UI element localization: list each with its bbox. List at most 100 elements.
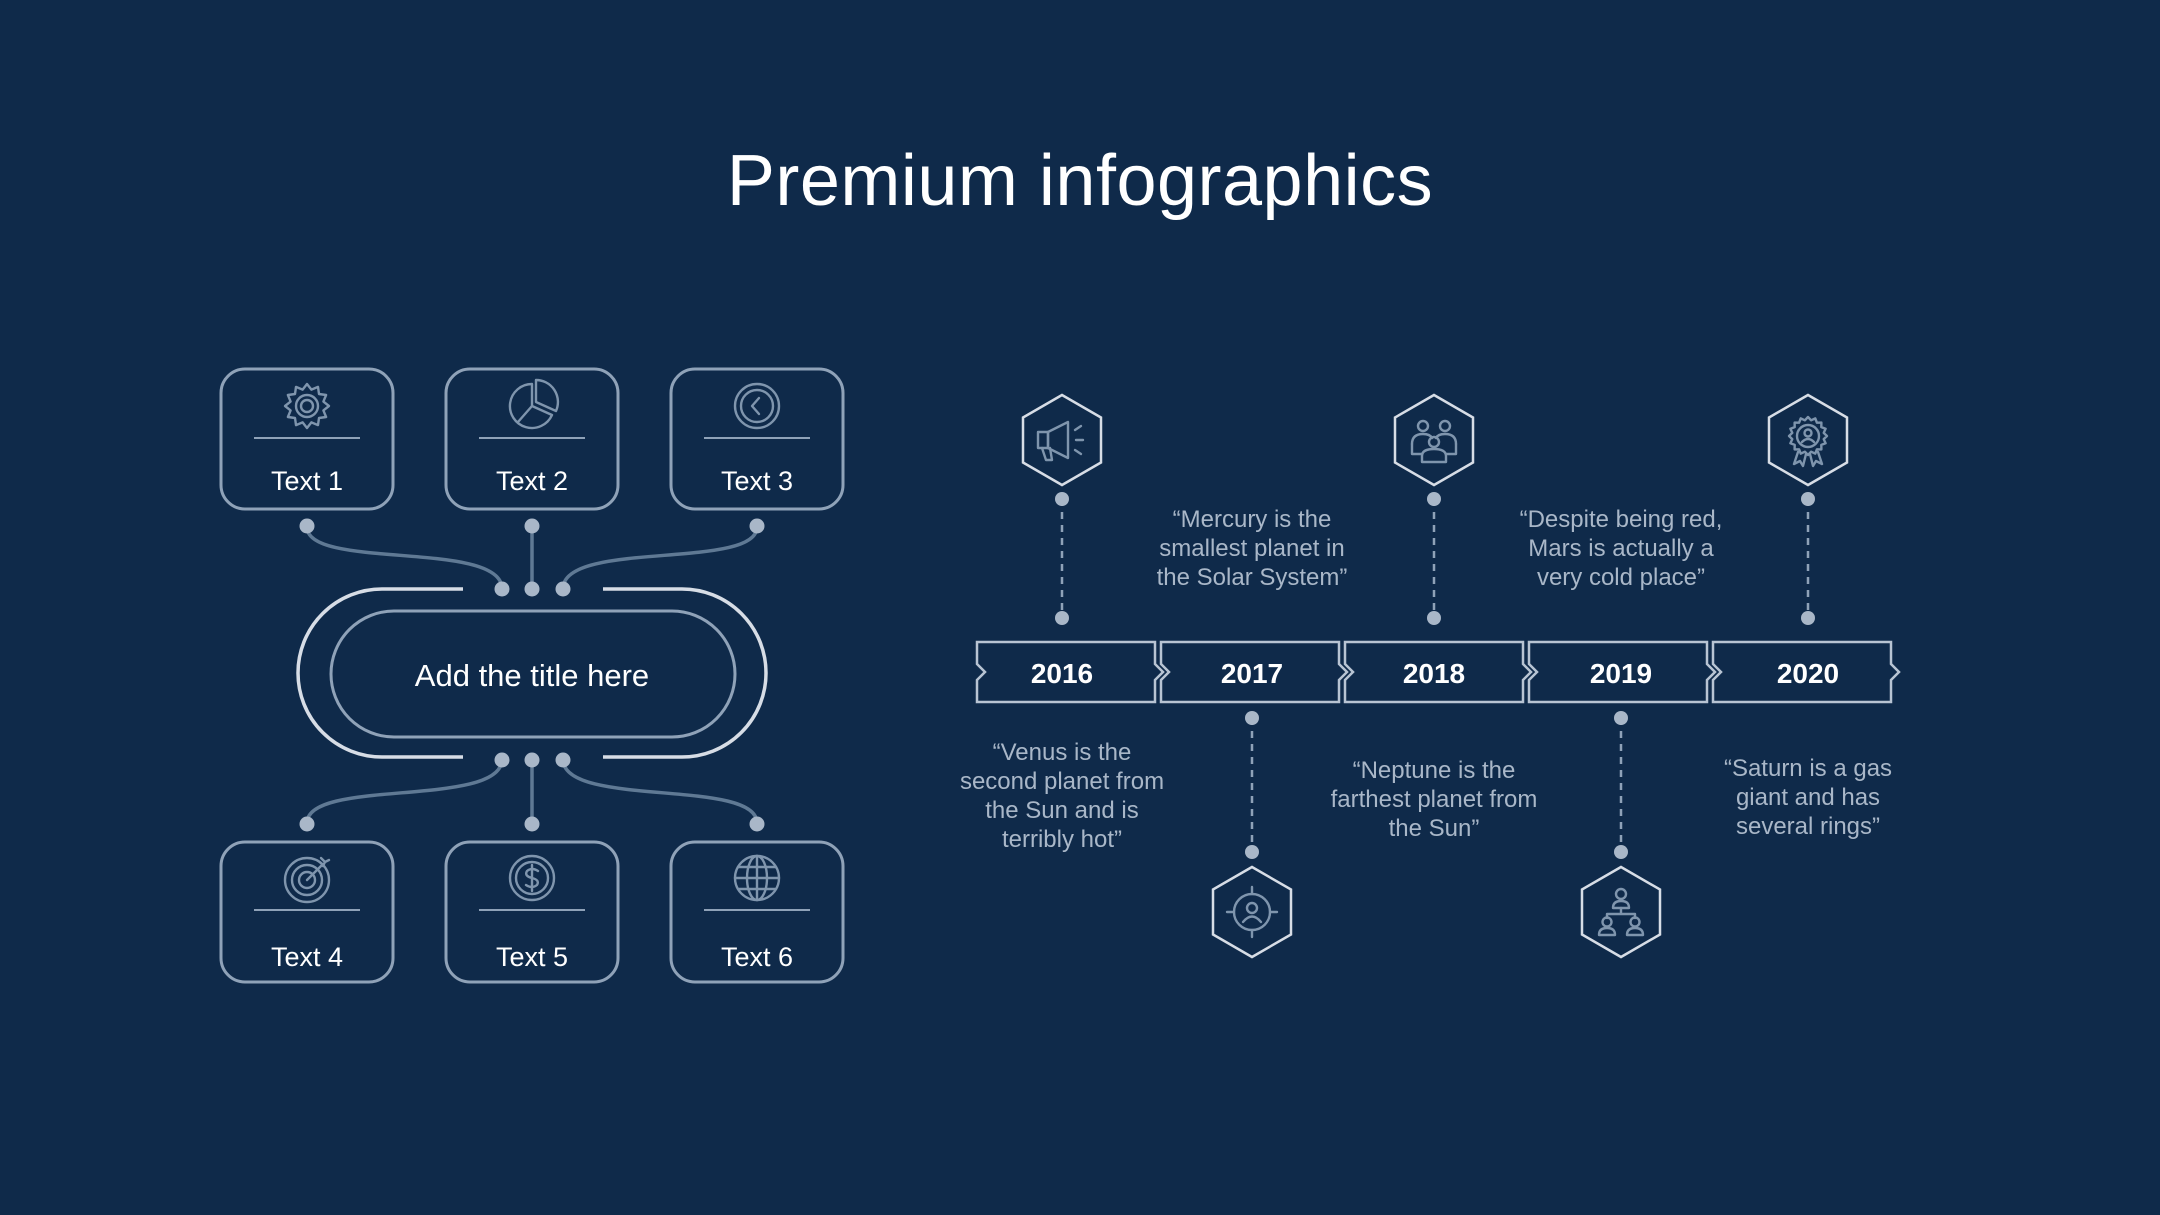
connector-dot [1245, 845, 1259, 859]
gear-icon [283, 382, 331, 430]
quote-line: the Solar System” [1157, 564, 1348, 591]
connector-1 [305, 525, 504, 590]
quote-line: “Mercury is the [1173, 506, 1332, 533]
connector-dot [1801, 611, 1815, 625]
capsule-inner [329, 609, 737, 739]
center-title: Add the title here [415, 658, 649, 693]
quote-line: “Neptune is the [1353, 757, 1516, 784]
box-dot-6 [749, 816, 765, 832]
node-box-5-frame [444, 840, 620, 984]
hub-dot-bottom-3 [555, 752, 571, 768]
center-capsule: Add the title here [296, 587, 768, 759]
quote-line: Mars is actually a [1528, 535, 1714, 562]
hexagon-frame [1767, 393, 1849, 487]
year-segment [975, 640, 1165, 704]
connector-dot [1614, 845, 1628, 859]
quote-line: several rings” [1736, 813, 1880, 840]
year-segment [1711, 640, 1901, 704]
quote: “Despite being red,Mars is actually aver… [1520, 506, 1723, 591]
quote-line: “Despite being red, [1520, 506, 1723, 533]
quote-line: second planet from [960, 768, 1164, 795]
hierarchy-icon [1597, 887, 1645, 937]
box-dot-5 [524, 816, 540, 832]
year-label: 2017 [1221, 658, 1283, 689]
hub-dot-bottom-1 [494, 752, 510, 768]
connector-4 [305, 758, 504, 825]
box-label: Text 3 [721, 466, 793, 496]
node-box-4-frame [219, 840, 395, 984]
connector-dot [1427, 611, 1441, 625]
node-box-6-frame [669, 840, 845, 984]
year-label: 2019 [1590, 658, 1652, 689]
quote-line: the Sun and is [985, 797, 1138, 824]
year-label: 2018 [1403, 658, 1465, 689]
quote-line: terribly hot” [1002, 826, 1122, 853]
box-dot-2 [524, 518, 540, 534]
quote-line: giant and has [1736, 784, 1880, 811]
mind-map: Text 1 Text 2 Text 3 Text 4 Text 5 Text 6 Add … [219, 367, 845, 984]
megaphone-icon [1036, 420, 1085, 462]
quote-line: smallest planet in [1159, 535, 1344, 562]
globe-icon [733, 854, 781, 902]
crosshair-user-icon [1225, 885, 1279, 939]
quote-line: “Saturn is a gas [1724, 755, 1892, 782]
hexagon-frame [1021, 393, 1103, 487]
hexagon-frame [1211, 865, 1293, 959]
quote-line: the Sun” [1389, 815, 1480, 842]
clock-icon [733, 382, 781, 430]
connector-dot [1055, 492, 1069, 506]
connector-dot [1055, 611, 1069, 625]
node-box-2-frame [444, 367, 620, 511]
hub-dot-top-2 [524, 581, 540, 597]
page-title: Premium infographics [726, 141, 1434, 221]
box-label: Text 2 [496, 466, 568, 496]
hexagon-frame [1580, 865, 1662, 959]
box-dot-3 [749, 518, 765, 534]
year-label: 2016 [1031, 658, 1093, 689]
node-box-1: Text 1 [219, 367, 395, 511]
capsule-outer-left [296, 587, 463, 759]
hub-dot-bottom-2 [524, 752, 540, 768]
connector-6 [561, 758, 759, 825]
year-segment [1343, 640, 1533, 704]
connector-3 [561, 525, 759, 590]
quote-line: “Venus is the [993, 739, 1132, 766]
quote-line: very cold place” [1537, 564, 1705, 591]
target-icon [283, 856, 331, 904]
connectors [305, 525, 759, 825]
node-box-5: Text 5 [444, 840, 620, 984]
connector-dots [299, 518, 765, 832]
node-box-2: Text 2 [444, 367, 620, 511]
capsule-outer-right [603, 587, 768, 759]
connector-dot [1614, 711, 1628, 725]
timeline-item-2019: 2019 “Despite being red,Mars is actually … [1520, 506, 1723, 959]
box-dot-4 [299, 816, 315, 832]
hub-dot-top-3 [555, 581, 571, 597]
node-box-6: Text 6 [669, 840, 845, 984]
hexagon-frame [1393, 393, 1475, 487]
node-box-4: Text 4 [219, 840, 395, 984]
connector-dot [1245, 711, 1259, 725]
year-segment [1527, 640, 1717, 704]
year-segment [1159, 640, 1349, 704]
dollar-coin-icon [508, 854, 556, 902]
pie-chart-icon [508, 378, 560, 430]
node-box-3: Text 3 [669, 367, 845, 511]
box-dot-1 [299, 518, 315, 534]
hub-dot-top-1 [494, 581, 510, 597]
year-label: 2020 [1777, 658, 1839, 689]
connector-dot [1801, 492, 1815, 506]
quote-line: farthest planet from [1331, 786, 1538, 813]
award-badge-icon [1787, 415, 1829, 468]
box-label: Text 1 [271, 466, 343, 496]
team-icon [1410, 419, 1458, 464]
